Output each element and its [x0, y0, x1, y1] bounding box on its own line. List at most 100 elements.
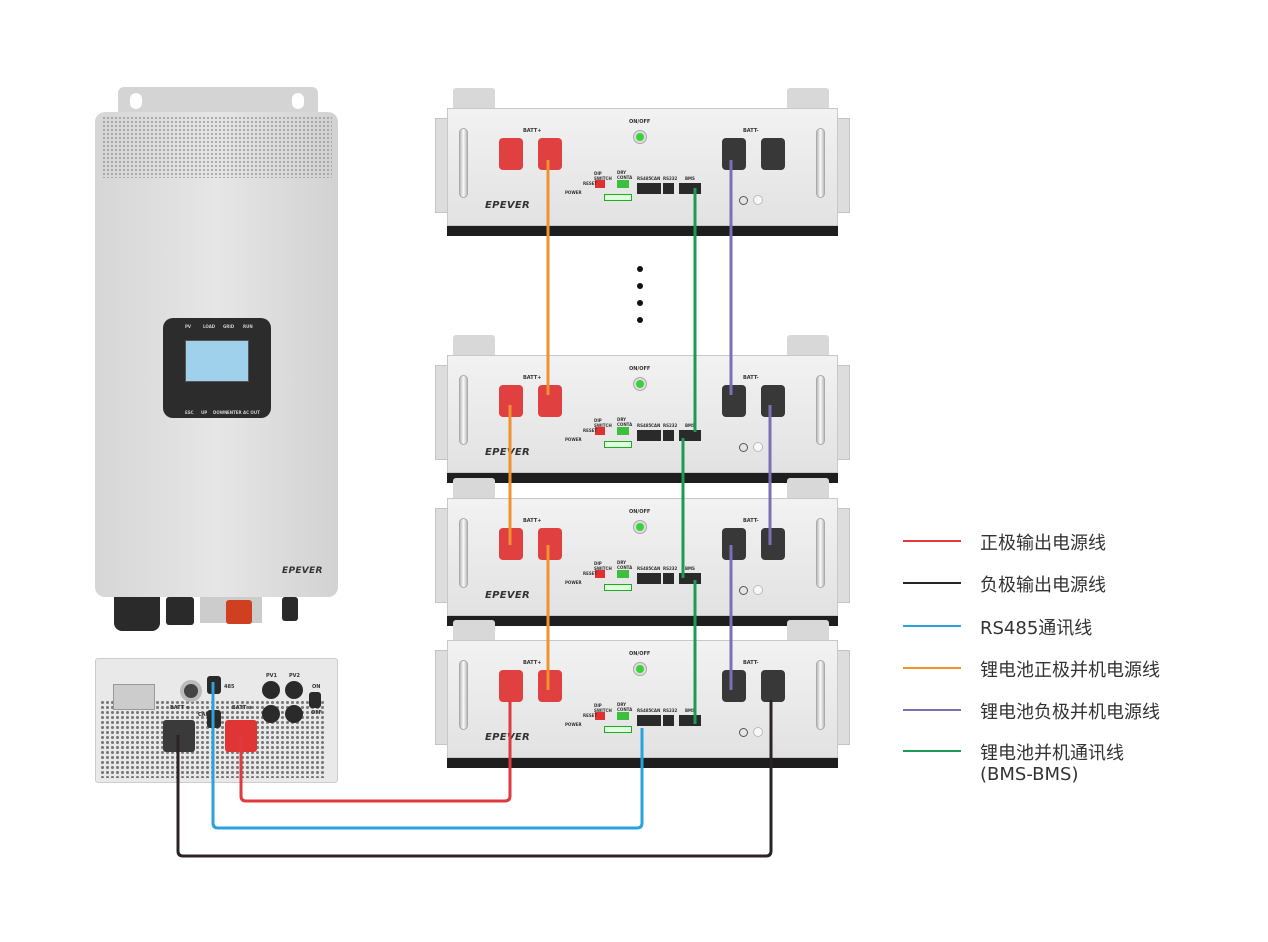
- button-down[interactable]: DOWN: [213, 410, 228, 415]
- handle[interactable]: [816, 375, 825, 445]
- pv1-connector: [262, 705, 280, 723]
- power-button[interactable]: [634, 378, 646, 390]
- legend-battery-positive-parallel: 锂电池正极并机电源线: [980, 660, 1160, 681]
- can-label: CAN: [651, 708, 661, 713]
- dip-label: DIP SWITCH: [594, 561, 612, 571]
- bms-port: [679, 573, 701, 584]
- ground-icon: [739, 196, 748, 205]
- battery-logo: EPEVER: [485, 200, 531, 211]
- ground-icon: [739, 728, 748, 737]
- bms-label: BMS: [685, 423, 695, 428]
- rs232-label: RS232: [663, 708, 678, 713]
- handle[interactable]: [459, 518, 468, 588]
- mount-hole: [292, 93, 304, 109]
- dip-label: DIP SWITCH: [594, 171, 612, 181]
- batt-neg-label: BATT-: [743, 660, 759, 666]
- negative-output-cable: [176, 700, 773, 858]
- button-enter[interactable]: ENTER: [227, 410, 242, 415]
- reset-label: RESET: [583, 428, 598, 433]
- rs485-cable: [211, 682, 644, 830]
- ac-breaker: [180, 680, 202, 702]
- dry-contact-terminal: [617, 570, 629, 578]
- handle[interactable]: [816, 128, 825, 198]
- rs485-can-port: [637, 183, 661, 194]
- battery-logo: EPEVER: [485, 590, 531, 601]
- rs485-label: RS485: [637, 566, 652, 571]
- legend-swatch-positive: [903, 540, 961, 542]
- dip-switch[interactable]: [595, 570, 605, 578]
- legend-swatch-rs485: [903, 625, 961, 627]
- rack-ear: [787, 88, 829, 110]
- battery-base: [447, 616, 838, 626]
- handle[interactable]: [816, 660, 825, 730]
- batt-pos-terminal: [538, 138, 562, 170]
- bms-label: BMS: [685, 176, 695, 181]
- batt-neg-terminal: [722, 385, 746, 417]
- on-off-label: ON/OFF: [629, 366, 651, 372]
- battery-module-2: BATT+ ON/OFF BATT- DIP SWITCH RESET POWE…: [435, 335, 850, 485]
- terminal-strip: [604, 194, 632, 201]
- rack-ear: [787, 478, 829, 500]
- handle[interactable]: [459, 375, 468, 445]
- power-switch[interactable]: [309, 692, 321, 708]
- legend-bms-communication: 锂电池并机通讯线: [980, 743, 1124, 764]
- rack-ear: [453, 620, 495, 642]
- rs485-can-port: [637, 573, 661, 584]
- dip-switch[interactable]: [595, 180, 605, 188]
- bms-port: [679, 430, 701, 441]
- battery-logo: EPEVER: [485, 732, 531, 743]
- button-esc[interactable]: ESC: [185, 410, 194, 415]
- batt-pos-terminal: [499, 138, 523, 170]
- terminal-strip: [604, 584, 632, 591]
- batt-neg-terminal: [761, 138, 785, 170]
- batt-neg-terminal: [722, 138, 746, 170]
- rs485-can-port: [637, 715, 661, 726]
- on-off-label: ON/OFF: [629, 119, 651, 125]
- batt-neg-terminal: [722, 528, 746, 560]
- power-label: POWER: [565, 190, 582, 195]
- power-button[interactable]: [634, 131, 646, 143]
- pv2-label: PV2: [289, 673, 301, 679]
- indicator-load: LOAD: [203, 324, 216, 329]
- batt-pos-terminal: [538, 385, 562, 417]
- dip-label: DIP SWITCH: [594, 703, 612, 713]
- batt-pos-terminal: [538, 670, 562, 702]
- legend-rs485: RS485通讯线: [980, 618, 1093, 639]
- legend-swatch-bms: [903, 750, 961, 752]
- handle[interactable]: [459, 128, 468, 198]
- batt-pos-label: BATT+: [523, 375, 542, 381]
- dry-contact-label: DRY CONTA: [617, 417, 633, 427]
- legend-bms-communication-sub: (BMS-BMS): [980, 764, 1079, 785]
- power-button[interactable]: [634, 663, 646, 675]
- button-up[interactable]: UP: [201, 410, 208, 415]
- handle[interactable]: [459, 660, 468, 730]
- ground-screw: [753, 727, 763, 737]
- dip-switch[interactable]: [595, 427, 605, 435]
- rs232-port: [663, 430, 674, 441]
- batt-pos-label: BATT+: [523, 660, 542, 666]
- rs232-label: RS232: [663, 423, 678, 428]
- ground-screw: [753, 442, 763, 452]
- dry-contact-label: DRY CONTA: [617, 170, 633, 180]
- ellipsis-dot: [637, 300, 643, 306]
- handle[interactable]: [816, 518, 825, 588]
- battery-module-3: BATT+ ON/OFF BATT- DIP SWITCH RESET POWE…: [435, 478, 850, 628]
- dry-contact-label: DRY CONTA: [617, 702, 633, 712]
- dry-contact-label: DRY CONTA: [617, 560, 633, 570]
- button-ac-out[interactable]: AC OUT: [243, 410, 260, 415]
- ground-icon: [739, 443, 748, 452]
- lcd-screen: [185, 340, 249, 382]
- batt-pos-label: BATT+: [523, 518, 542, 524]
- pv1-connector: [262, 681, 280, 699]
- legend-battery-negative-parallel: 锂电池负极并机电源线: [980, 702, 1160, 723]
- legend-swatch-battery-negative: [903, 709, 961, 711]
- power-button[interactable]: [634, 521, 646, 533]
- bms-label: BMS: [685, 708, 695, 713]
- terminal-block: [113, 684, 155, 710]
- terminal-strip: [604, 441, 632, 448]
- dip-switch[interactable]: [595, 712, 605, 720]
- bms-label: BMS: [685, 566, 695, 571]
- reset-label: RESET: [583, 181, 598, 186]
- can-label: CAN: [651, 176, 661, 181]
